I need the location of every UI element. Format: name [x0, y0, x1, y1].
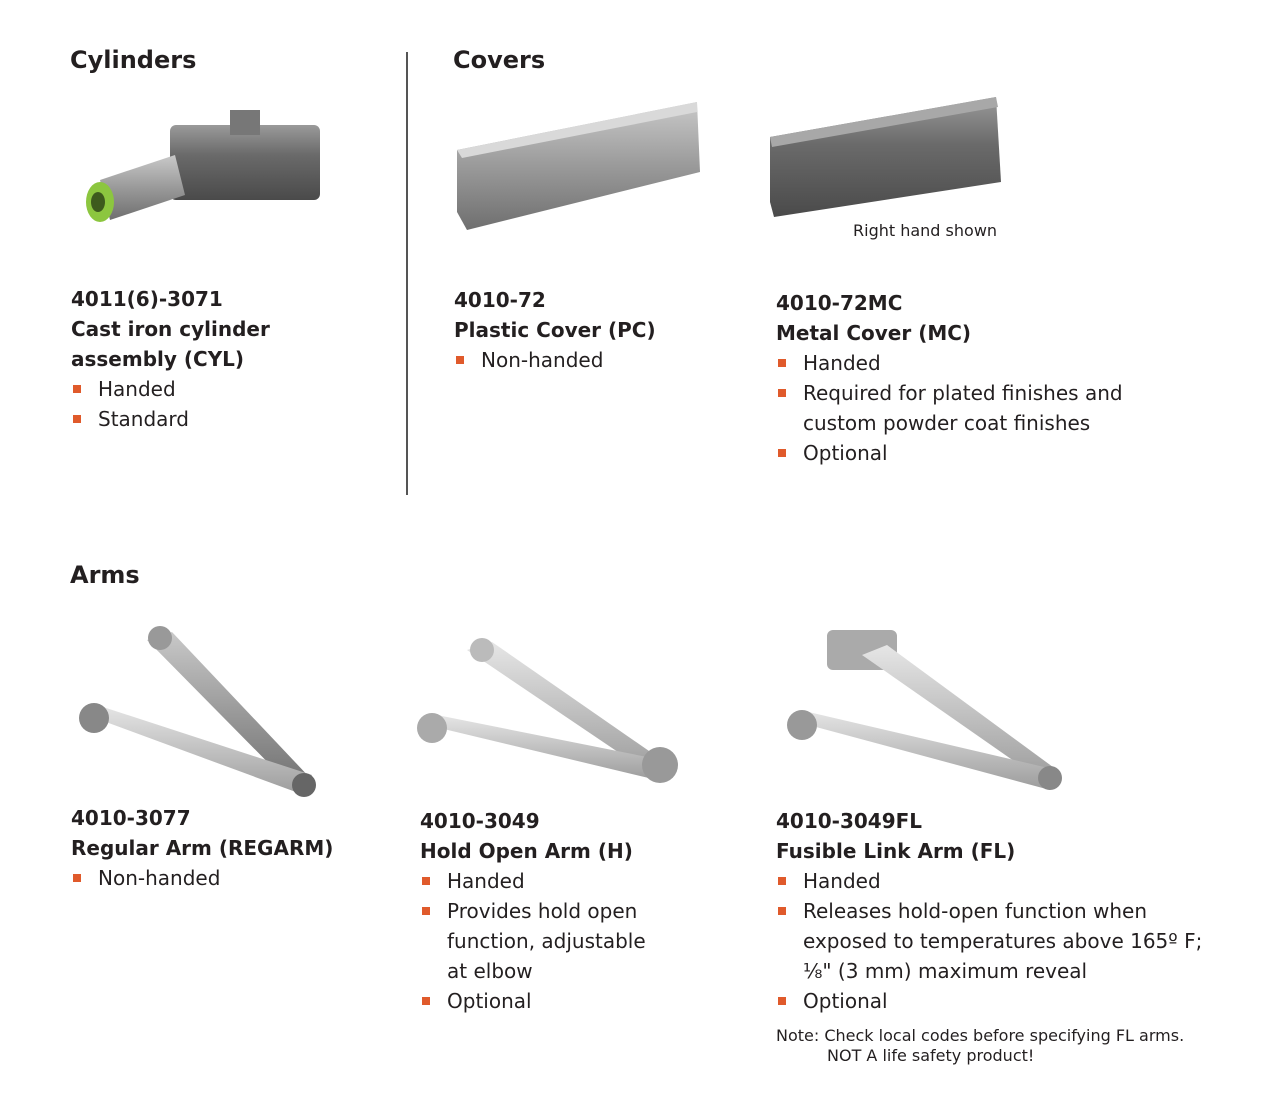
bullet-icon: [778, 449, 786, 457]
bullet-icon: [73, 874, 81, 882]
product-name: Cast iron cylinder: [71, 317, 270, 341]
bullet-item: Optional: [776, 986, 1236, 1016]
product-name: Hold Open Arm (H): [420, 839, 633, 863]
fl-arm-note: Note: Check local codes before specifyin…: [776, 1026, 1185, 1065]
bullet-icon: [778, 359, 786, 367]
product-regular-arm: 4010-3077 Regular Arm (REGARM) Non-hande…: [71, 803, 333, 893]
product-name: Fusible Link Arm (FL): [776, 839, 1016, 863]
bullet-item: Optional: [420, 986, 680, 1016]
product-name: Regular Arm (REGARM): [71, 836, 334, 860]
bullet-icon: [456, 356, 464, 364]
bullet-icon: [778, 877, 786, 885]
product-name: Plastic Cover (PC): [454, 318, 656, 342]
regular-arm-image: [79, 626, 316, 797]
section-divider: [406, 52, 408, 495]
bullet-item: Required for plated finishes and custom …: [776, 378, 1138, 438]
part-number: 4011(6)-3071: [71, 287, 223, 311]
product-name: Metal Cover (MC): [776, 321, 972, 345]
bullet-item: Releases hold-open function when exposed…: [776, 896, 1223, 986]
product-metal-cover: 4010-72MC Metal Cover (MC) Handed Requir…: [776, 288, 1156, 468]
bullet-icon: [422, 907, 430, 915]
bullet-item: Provides hold open function, adjustable …: [420, 896, 662, 986]
product-plastic-cover: 4010-72 Plastic Cover (PC) Non-handed: [454, 285, 656, 375]
bullet-icon: [778, 389, 786, 397]
bullet-item: Non-handed: [454, 345, 656, 375]
bullet-item: Optional: [776, 438, 1156, 468]
bullet-item: Standard: [71, 404, 270, 434]
fusible-link-arm-image: [787, 630, 1062, 790]
section-heading-cylinders: Cylinders: [70, 46, 197, 74]
bullet-item: Handed: [776, 866, 1236, 896]
plastic-cover-image: [457, 102, 700, 230]
part-number: 4010-3049: [420, 809, 540, 833]
bullet-item: Handed: [776, 348, 1156, 378]
cylinder-image: [86, 110, 320, 222]
bullet-icon: [422, 877, 430, 885]
metal-cover-image: [770, 97, 1001, 217]
section-heading-covers: Covers: [453, 46, 546, 74]
metal-cover-caption: Right hand shown: [853, 221, 998, 240]
part-number: 4010-3049FL: [776, 809, 923, 833]
part-number: 4010-72MC: [776, 291, 903, 315]
bullet-icon: [73, 385, 81, 393]
hold-open-arm-image: [417, 638, 678, 783]
bullet-icon: [778, 997, 786, 1005]
part-number: 4010-72: [454, 288, 546, 312]
bullet-icon: [778, 907, 786, 915]
product-hold-open-arm: 4010-3049 Hold Open Arm (H) Handed Provi…: [420, 806, 680, 1016]
bullet-icon: [73, 415, 81, 423]
bullet-icon: [422, 997, 430, 1005]
bullet-item: Non-handed: [71, 863, 333, 893]
product-name: assembly (CYL): [71, 347, 245, 371]
product-fusible-link-arm: 4010-3049FL Fusible Link Arm (FL) Handed…: [776, 806, 1236, 1016]
bullet-item: Handed: [71, 374, 270, 404]
product-cylinder: 4011(6)-3071 Cast iron cylinder assembly…: [71, 284, 270, 434]
section-heading-arms: Arms: [70, 561, 140, 589]
bullet-item: Handed: [420, 866, 680, 896]
part-number: 4010-3077: [71, 806, 191, 830]
